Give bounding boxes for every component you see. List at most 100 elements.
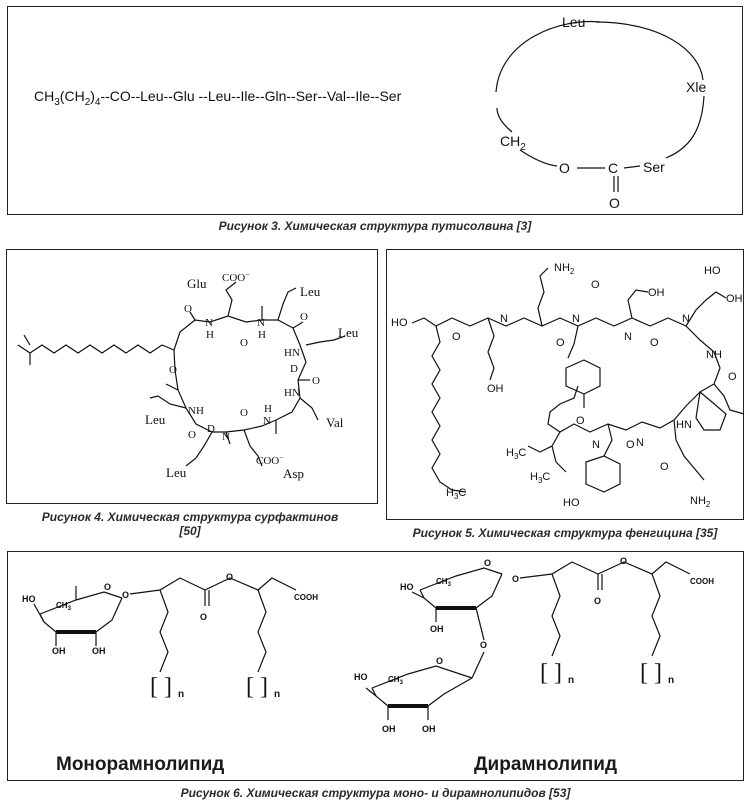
asp-sidechain [243, 429, 263, 467]
f5-n-5: N [636, 437, 644, 449]
label-hn-1: HN [284, 347, 300, 359]
ring-arc-3 [665, 95, 705, 159]
di-ch3-2: CH3 [388, 675, 404, 686]
label-nh-1: NH [188, 405, 204, 417]
tyr-ch2-1 [567, 325, 579, 359]
mono-bracket-1: [ ] [150, 674, 172, 700]
mono-ho: HO [22, 594, 36, 604]
mono-oh-2: OH [92, 646, 106, 656]
f5-oh-1: OH [648, 287, 665, 299]
gln-sidechain [673, 419, 705, 481]
label-glu: Glu [187, 276, 207, 291]
mono-n-2: n [274, 689, 280, 700]
di-oh-2: OH [382, 724, 396, 734]
label-n-4: N [222, 431, 230, 443]
ala-sidechain [713, 383, 745, 415]
ring-c: C [608, 160, 618, 176]
mono-o-ester: O [200, 612, 207, 622]
label-n-2: N [257, 317, 265, 329]
f5-ho-3: HO [563, 497, 580, 509]
di-link-o: O [512, 574, 519, 584]
di-tail-1 [551, 573, 561, 657]
di-rhamnose-ring-1 [411, 567, 503, 641]
mono-rhamnose-ring [33, 586, 123, 646]
label-o-1: O [169, 364, 177, 376]
glu-sidechain-5 [487, 317, 495, 381]
di-rhamnose-ring-2 [365, 651, 485, 720]
f5-h3c-1: H3C [506, 447, 526, 461]
label-o-2: O [184, 303, 192, 315]
mono-lipid-backbone [129, 577, 297, 595]
glu2-sidechain [685, 291, 727, 327]
label-o-6: O [240, 407, 248, 419]
label-o-5: O [312, 375, 320, 387]
label-hn-2: HN [284, 387, 300, 399]
thr-sidechain [627, 289, 649, 319]
label-asp: Asp [283, 466, 304, 481]
surfactin-ring [173, 315, 307, 433]
co-7 [165, 383, 179, 391]
f5-h3c-3: H3C [446, 487, 466, 501]
f5-o-4: O [650, 337, 659, 349]
figure-6-caption: Рисунок 6. Химическая структура моно- и … [180, 786, 571, 800]
f5-h2n: NH2 [690, 495, 711, 509]
label-leu-bottom: Leu [166, 465, 187, 480]
label-o-7: O [188, 429, 196, 441]
di-tail-2 [651, 573, 661, 657]
di-ho-2: HO [354, 672, 368, 682]
di-label: Дирамнолипид [474, 754, 617, 775]
di-oh-1: OH [430, 624, 444, 634]
label-h-3: H [264, 403, 272, 415]
f5-hn-1: HN [676, 419, 692, 431]
surfactin-branch-2 [23, 334, 31, 346]
mono-label: Монорамнолипид [56, 754, 224, 775]
co-3 [292, 321, 304, 329]
f5-n-1: N [500, 313, 508, 325]
label-coo-bottom: COO− [256, 453, 284, 467]
orn-sidechain [537, 267, 549, 327]
f5-n-2: N [572, 313, 580, 325]
figure-6-panel [7, 551, 744, 781]
leu-right-sidechain [305, 335, 346, 346]
di-oh-3: OH [422, 724, 436, 734]
label-n-1: N [205, 317, 213, 329]
label-val: Val [326, 415, 344, 430]
label-o-3: O [240, 337, 248, 349]
co-1 [189, 311, 196, 321]
surfactin-fatty-chain [17, 344, 175, 354]
mono-ch3: CH3 [56, 601, 72, 612]
label-h-2: H [258, 329, 266, 341]
f5-o-6: O [626, 439, 635, 451]
ring-o2: O [609, 195, 620, 211]
figure-5-caption: Рисунок 5. Химическая структура фенгицин… [412, 526, 718, 540]
ring-leu: Leu [562, 14, 585, 30]
f5-oh-3: OH [487, 383, 504, 395]
fengycin-backbone-bottom [547, 385, 701, 433]
co-6 [225, 431, 231, 445]
f5-nh-1: NH [706, 349, 722, 361]
fengycin-backbone-top [435, 317, 721, 393]
ring-ch2: CH2 [500, 133, 526, 153]
mono-oh-1: OH [52, 646, 66, 656]
di-n-1: n [568, 675, 574, 686]
label-n-3: N [263, 415, 271, 427]
leu-bottom-sidechain [185, 431, 213, 467]
mono-tail-1 [159, 589, 169, 673]
f5-oh-2: OH [726, 293, 743, 305]
mono-ring-o: O [104, 582, 111, 592]
ile-sidechain [527, 431, 561, 453]
figure-3-panel [7, 6, 743, 215]
tyr-ring-2 [585, 455, 621, 493]
f5-o-7: O [660, 461, 669, 473]
f5-o-2: O [452, 331, 461, 343]
di-o-link: O [620, 556, 627, 566]
label-d-1: D [290, 363, 298, 375]
f5-o-3: O [556, 337, 565, 349]
chain-text: CH3(CH2)4--CO--Leu--Glu --Leu--Ile--Gln-… [34, 88, 402, 108]
di-n-2: n [668, 675, 674, 686]
f5-o-5: O [576, 415, 585, 427]
di-bracket-2: [ ] [640, 660, 662, 686]
